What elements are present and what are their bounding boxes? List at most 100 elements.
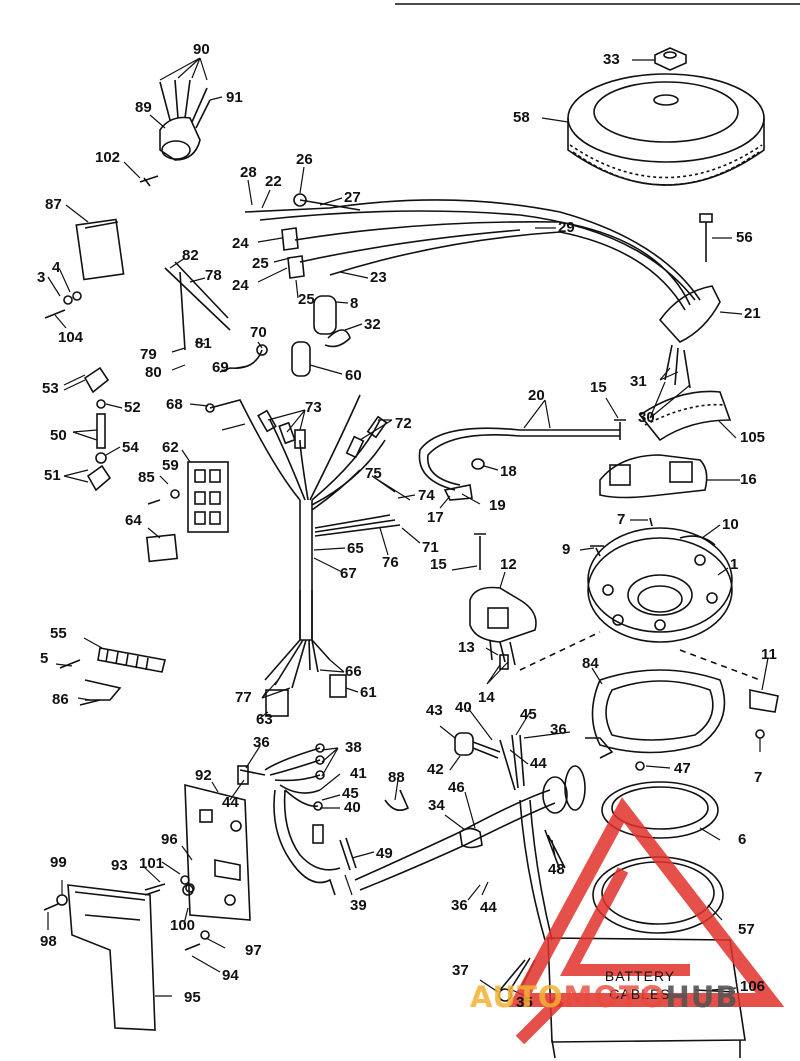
battery-label-line2: CABLES [609,986,671,1002]
watermark-hub: HUB [665,980,739,1014]
callout-90: 90 [193,41,210,58]
callout-21: 21 [744,305,761,322]
callout-91: 91 [226,89,243,106]
watermark-moto: MOTO [563,980,666,1014]
callout-56: 56 [736,229,753,246]
callout-67: 67 [340,565,357,582]
callout-40: 40 [455,699,472,716]
callout-26: 26 [296,151,313,168]
callout-78: 78 [205,267,222,284]
callout-98: 98 [40,933,57,950]
callout-39: 39 [350,897,367,914]
callout-87: 87 [45,196,62,213]
callout-18: 18 [500,463,517,480]
callout-45: 45 [520,706,537,723]
watermark-text: AUTOMOTOHUB [470,980,738,1014]
callout-92: 92 [195,767,212,784]
callout-60: 60 [345,367,362,384]
callout-71: 71 [422,539,439,556]
nut-part [654,47,687,71]
callout-94: 94 [222,967,239,984]
callout-54: 54 [122,439,139,456]
callout-25: 25 [252,255,269,272]
callout-72: 72 [395,415,412,432]
callout-106: 106 [740,978,766,995]
callout-76: 76 [382,554,399,571]
callout-29: 29 [558,219,575,236]
callout-57: 57 [738,921,755,938]
callout-53: 53 [42,380,59,397]
callout-48: 48 [548,861,565,878]
callout-66: 66 [345,663,362,680]
callout-63: 63 [256,711,273,728]
callout-36: 36 [550,721,567,738]
callout-58: 58 [513,109,530,126]
callout-81: 81 [195,335,212,352]
callout-74: 74 [418,487,435,504]
callout-88: 88 [388,769,405,786]
callout-75: 75 [365,465,382,482]
callout-11: 11 [761,646,777,663]
callout-86: 86 [52,691,69,708]
callout-33: 33 [603,51,620,68]
callout-77: 77 [235,689,252,706]
callout-101: 101 [139,855,165,872]
watermark-logo [508,797,785,1045]
watermark-auto: AUTO [470,980,564,1014]
callout-55: 55 [50,625,67,642]
callout-23: 23 [370,269,387,286]
callout-5: 5 [40,650,49,667]
callout-102: 102 [95,149,121,166]
callout-3: 3 [37,269,46,286]
rectifier-part [159,79,211,161]
callout-96: 96 [161,831,178,848]
callout-84: 84 [582,655,599,672]
callout-42: 42 [427,761,444,778]
regulator-part [75,218,125,281]
callout-8: 8 [350,295,359,312]
callout-51: 51 [44,467,61,484]
callout-15: 15 [430,556,447,573]
callout-22: 22 [265,173,282,190]
callout-80: 80 [145,364,162,381]
callout-100: 100 [170,917,196,934]
callout-7: 7 [617,511,626,528]
callout-49: 49 [376,845,393,862]
callout-28: 28 [240,164,257,181]
callout-50: 50 [50,427,67,444]
callout-36: 36 [451,897,468,914]
callout-73: 73 [305,399,322,416]
callout-61: 61 [360,684,377,701]
callout-14: 14 [478,689,495,706]
callout-93: 93 [111,857,128,874]
callout-44: 44 [480,899,497,916]
callout-4: 4 [52,259,61,276]
callout-7: 7 [754,769,763,786]
callout-45: 45 [342,785,359,802]
battery-label-line1: BATTERY [604,968,676,984]
callout-89: 89 [135,99,152,116]
callout-47: 47 [674,760,691,777]
callout-70: 70 [250,324,267,341]
callout-95: 95 [184,989,201,1006]
callout-97: 97 [245,942,262,959]
callout-15: 15 [590,379,607,396]
callout-1: 1 [730,556,739,573]
callout-31: 31 [630,373,647,390]
callout-46: 46 [448,779,465,796]
callout-43: 43 [426,702,443,719]
callout-17: 17 [427,509,444,526]
callout-62: 62 [162,439,179,456]
callout-69: 69 [212,359,229,376]
callout-13: 13 [458,639,475,656]
callout-65: 65 [347,540,364,557]
flywheel-part [567,73,765,186]
callout-38: 38 [345,739,362,756]
callout-41: 41 [350,765,367,782]
callout-35: 35 [516,994,533,1011]
callout-59: 59 [162,457,179,474]
callout-85: 85 [138,469,155,486]
callout-36: 36 [253,734,270,751]
